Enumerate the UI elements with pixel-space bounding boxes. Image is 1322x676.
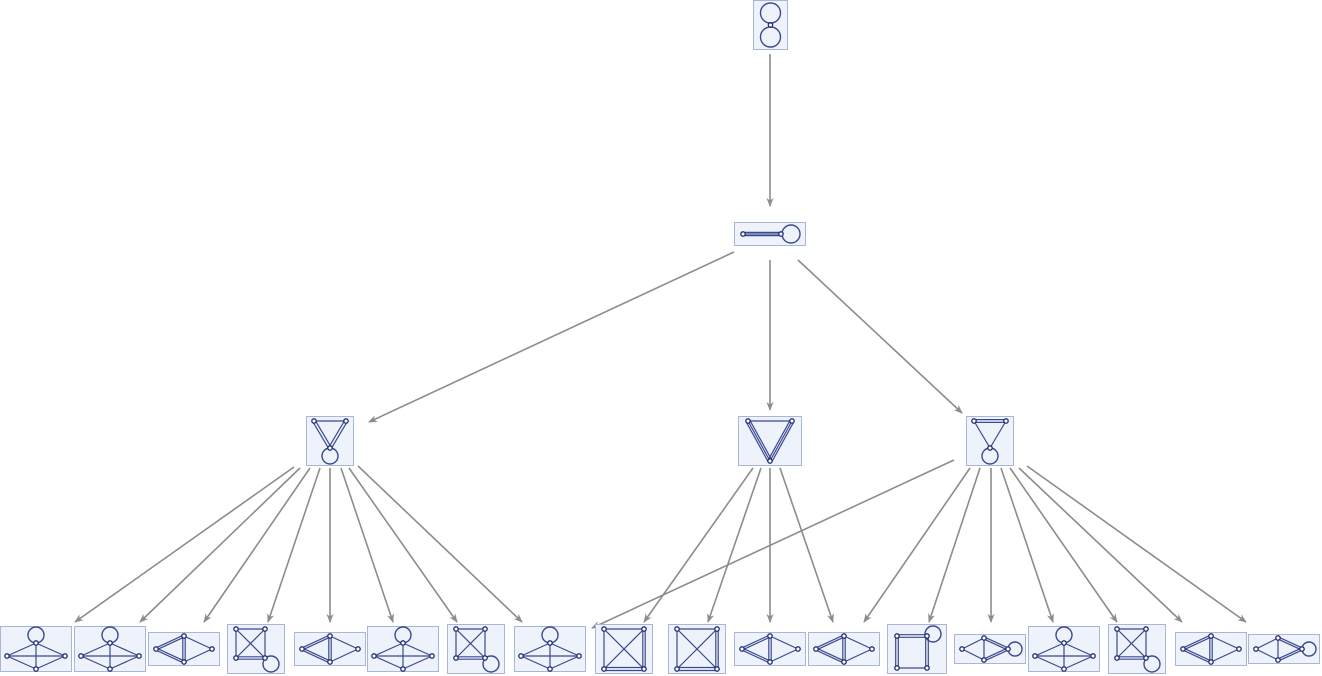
edge-mid-right-to-leaf-16 — [1009, 467, 1118, 623]
square-with-loop-graph-icon — [894, 625, 942, 671]
node-leaf-6 — [367, 626, 439, 672]
node-leaf-3 — [148, 632, 220, 666]
node-leaf-12 — [808, 632, 880, 666]
edge-mid-right-to-leaf-18 — [1026, 465, 1247, 623]
kite-with-loop-graph-icon — [4, 626, 68, 672]
edge-mid-left-to-leaf-4 — [267, 467, 321, 623]
node-leaf-1 — [0, 626, 72, 672]
edge-level1-to-mid-left — [368, 251, 735, 423]
node-leaf-14 — [954, 634, 1026, 664]
diamond-side-loop-graph-icon — [1253, 635, 1317, 663]
edge-mid-center-to-leaf-9 — [643, 467, 754, 623]
figure-eight-graph-icon — [759, 2, 782, 48]
node-leaf-10 — [668, 624, 726, 674]
square-x-with-loop-graph-icon — [233, 626, 280, 673]
node-root — [753, 0, 788, 50]
node-leaf-7 — [447, 624, 505, 674]
triangle-multi-edges-graph-icon — [745, 418, 795, 464]
square-x-graph-icon — [674, 626, 720, 672]
edge-mid-left-to-leaf-7 — [348, 467, 458, 623]
square-x-with-loop-graph-icon — [1114, 626, 1161, 673]
edge-mid-right-to-leaf-17 — [1018, 467, 1183, 623]
node-leaf-11 — [734, 632, 806, 666]
edge-mid-right-to-leaf-9 — [591, 459, 955, 629]
edge-mid-left-to-leaf-1 — [74, 466, 295, 623]
node-mid-center — [738, 416, 802, 466]
node-leaf-4 — [227, 624, 285, 674]
kite-with-loop-graph-icon — [371, 626, 435, 672]
edge-mid-left-to-leaf-2 — [139, 467, 301, 623]
edge-mid-left-to-leaf-8 — [357, 465, 523, 623]
square-x-with-loop-graph-icon — [453, 626, 500, 673]
multi-edge-with-loop-graph-icon — [740, 224, 801, 244]
square-x-graph-icon — [601, 626, 647, 672]
edge-mid-left-to-leaf-3 — [203, 467, 311, 623]
node-leaf-15 — [1028, 626, 1100, 672]
node-leaf-2 — [74, 626, 146, 672]
edge-mid-left-to-leaf-6 — [340, 467, 394, 623]
triangle-double-top-with-loop-graph-icon — [971, 418, 1009, 465]
node-mid-left — [306, 416, 354, 466]
edge-mid-right-to-leaf-12 — [863, 467, 971, 623]
edge-mid-right-to-leaf-13 — [928, 467, 981, 623]
kite-with-loop-graph-icon — [78, 626, 142, 672]
diamond-graph-icon — [1180, 633, 1242, 665]
edge-level1-to-mid-right — [797, 259, 963, 414]
kite-with-loop-graph-icon — [518, 626, 582, 672]
diamond-graph-icon — [813, 633, 875, 665]
edge-layer — [74, 54, 1247, 629]
node-level1 — [734, 222, 806, 246]
node-leaf-13 — [887, 624, 947, 674]
edge-mid-right-to-leaf-15 — [1000, 467, 1054, 623]
node-leaf-18 — [1248, 634, 1320, 664]
kite-with-loop-graph-icon — [1032, 626, 1096, 672]
diamond-graph-icon — [739, 633, 801, 665]
node-leaf-9 — [595, 624, 653, 674]
diamond-graph-icon — [153, 633, 215, 665]
node-leaf-5 — [294, 632, 366, 666]
edge-mid-center-to-leaf-10 — [707, 467, 762, 623]
node-leaf-17 — [1175, 632, 1247, 666]
diamond-side-loop-graph-icon — [959, 635, 1023, 663]
triangle-double-with-loop-graph-icon — [311, 418, 349, 465]
node-leaf-16 — [1108, 624, 1166, 674]
diamond-graph-icon — [299, 633, 361, 665]
node-leaf-8 — [514, 626, 586, 672]
node-mid-right — [966, 416, 1014, 466]
edge-mid-center-to-leaf-12 — [779, 467, 834, 623]
